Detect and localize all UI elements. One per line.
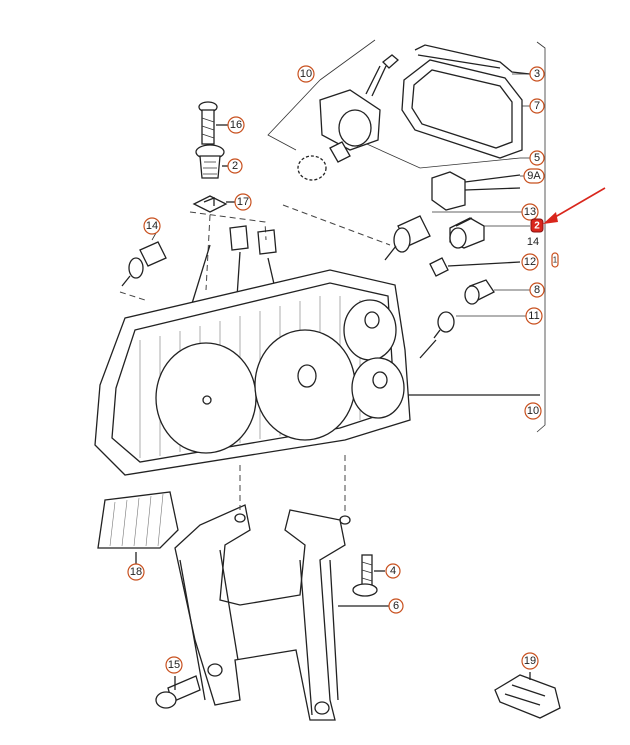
callout-label: 10 [527,405,539,417]
callout-9a: 9A [523,168,545,184]
connector-9a-part [431,171,521,211]
callout-label: 19 [524,655,536,667]
callout-label: 9A [527,170,541,182]
callout-7: 7 [529,98,545,114]
callout-15: 15 [165,656,183,674]
callout-14-plain: 14 [527,236,539,248]
mounting-bracket-part [174,455,390,721]
callout-label: 8 [534,284,540,296]
callout-4: 4 [385,563,401,579]
callout-10-right: 10 [524,402,542,420]
right-bracket-line [536,41,546,433]
callout-label: 3 [534,68,540,80]
wire-clip-part [414,44,531,75]
callout-label: 15 [168,659,180,671]
clip-17-part [192,195,236,213]
callout-label: 12 [524,256,536,268]
callout-label: 17 [237,196,249,208]
indicator-lens-part [97,491,179,565]
callout-label: 1 [553,256,558,265]
callout-label: 5 [534,152,540,164]
callout-label: 10 [300,68,312,80]
gasket-frame-part [401,59,523,159]
screw-16-part [198,101,228,145]
callout-2-highlighted[interactable]: 2 [530,218,544,233]
callout-12: 12 [521,253,539,271]
screw-15-part [155,675,201,709]
callout-19: 19 [521,652,539,670]
callout-label: 2 [534,221,540,232]
bulb-holder-part [449,217,485,249]
callout-8: 8 [529,282,545,298]
bulb-h7-part [384,215,431,261]
callout-10-top: 10 [297,65,315,83]
bulb-11-part [419,311,455,359]
grommet-part [195,144,230,179]
small-bulb-part [429,257,521,277]
callout-label: 14 [146,220,158,232]
connector-clip-19-part [494,672,561,719]
red-pointer-arrow [543,187,606,224]
callout-label: 13 [524,206,536,218]
callout-label: 11 [528,310,539,322]
callout-16: 16 [227,116,245,134]
screw-4-part [352,554,385,597]
callout-3: 3 [529,66,545,82]
leader-lines [151,73,530,317]
callout-5: 5 [529,150,545,166]
callout-2: 2 [227,158,243,174]
bulb-14-part [119,241,167,301]
bulb-holder-8-part [464,279,495,305]
leveling-motor-bracket [267,39,521,246]
callout-17: 17 [234,193,252,211]
callout-6: 6 [388,598,404,614]
callout-label: 6 [393,600,399,612]
callout-label: 7 [534,100,540,112]
callout-label: 2 [232,160,238,172]
callout-14-left: 14 [143,217,161,235]
callout-label: 14 [527,236,539,248]
callout-label: 4 [390,565,396,577]
leveling-motor-part [297,54,399,181]
callout-label: 18 [130,566,142,578]
callout-1: 1 [551,252,559,268]
headlight-housing-part [94,211,540,476]
callout-13: 13 [521,203,539,221]
callout-18: 18 [127,563,145,581]
callout-11: 11 [525,307,543,325]
callout-label: 16 [230,119,242,131]
